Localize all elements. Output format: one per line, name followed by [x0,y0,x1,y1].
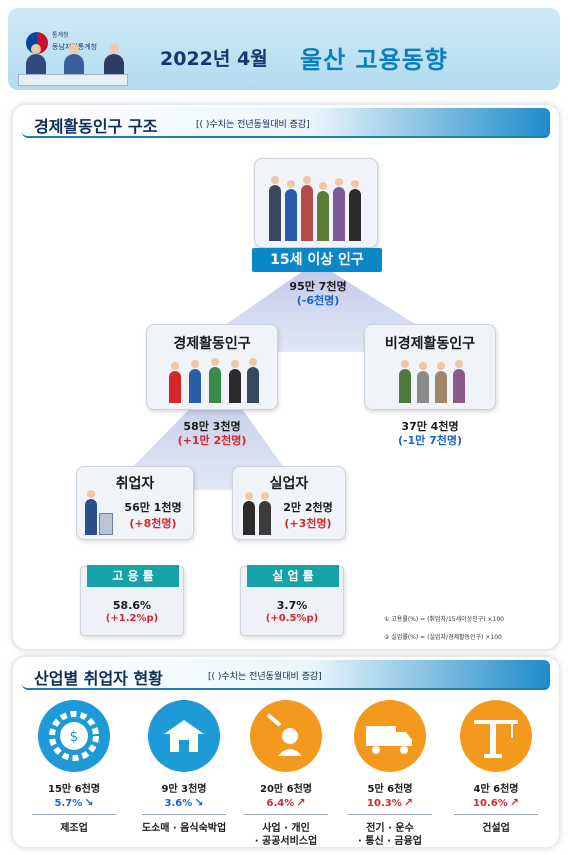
unemployment-rate-change: (+0.5%p) [265,613,319,624]
economically-inactive-value: 37만 4천명 [401,420,459,433]
person-icon [243,492,255,535]
unemployment-rate-box: 실 업 률 3.7% (+0.5%p) [240,565,344,636]
person-icon [301,176,313,241]
industry-value: 15만 6천명 [48,784,100,795]
title-period: 2022년 4월 [160,48,268,70]
industry-name: 건설업 [482,823,510,834]
economically-active-value: 58만 3천명 [183,420,241,433]
store-icon [148,700,220,772]
economically-active-box: 경제활동인구 [146,324,278,410]
person-icon [317,182,329,241]
industry-item-wholesale-retail: 9만 3천명 3.6%↘ 도소매 · 음식숙박업 [134,700,234,850]
desk-icon [18,74,128,86]
gear-money-icon: $ [38,700,110,772]
person-icon [417,362,429,403]
industry-name: 제조업 [60,823,88,834]
tools-person-icon [250,700,322,772]
section-title: 산업별 취업자 현황 [34,669,163,688]
economically-inactive-label: 비경제활동인구 [384,336,476,352]
employment-rate-value: 58.6% [112,599,152,612]
employed-label: 취업자 [115,476,155,492]
population-value: 95만 7천명 [289,280,347,293]
svg-text:$: $ [70,729,79,745]
section-title: 경제활동인구 구조 [34,117,158,136]
person-icon [247,358,259,403]
unemployed-change: (+3천명) [284,517,332,530]
employment-rate-label: 고 용 률 [87,565,179,587]
industry-item-services: 20만 6천명 6.4%↗ 사업 · 개인· 공공서비스업 [236,700,336,850]
industry-value: 5만 6천명 [367,784,413,795]
unemployed-box: 실업자 2만 2천명 (+3천명) [232,466,346,540]
unemployed-value: 2만 2천명 [283,501,333,514]
arrow-up-icon: ↗ [509,796,519,809]
logo-text-agency: 통계청 [52,32,69,39]
person-icon [435,362,447,403]
person-icon [349,180,361,241]
employed-value: 56만 1천명 [124,501,182,514]
employed-change: (+8천명) [129,517,177,530]
industry-value: 9만 3천명 [161,784,207,795]
industry-name: 도소매 · 음식숙박업 [141,823,227,834]
population-change: (-6천명) [296,294,340,307]
person-icon [333,178,345,241]
population-label: 15세 이상 인구 [252,248,382,272]
industry-change: 6.4%↗ [266,796,306,809]
industry-item-transport-finance: 5만 6천명 10.3%↗ 전기 · 운수· 통신 · 금융업 [340,700,440,850]
worker-icon [85,490,97,535]
person-icon [285,180,297,241]
unemployment-rate-formula: ② 실업률(%) = (실업자/경제활동인구) ×100 [384,634,502,641]
active-triangle [110,378,300,490]
industry-name: 전기 · 운수· 통신 · 금융업 [357,823,423,847]
industry-item-manufacturing: $ 15만 6천명 5.7%↘ 제조업 [24,700,124,850]
arrow-up-icon: ↗ [296,796,306,809]
truck-icon [354,700,426,772]
person-icon [169,362,181,403]
economically-inactive-box: 비경제활동인구 [364,324,496,410]
section-header-structure: 경제활동인구 구조 [( )수치는 전년동월대비 증감] [22,108,550,138]
unemployed-label: 실업자 [269,476,309,492]
person-icon [229,360,241,403]
employment-rate-box: 고 용 률 58.6% (+1.2%p) [80,565,184,636]
computer-icon [99,513,113,535]
section-note: [( )수치는 전년동월대비 증감] [196,120,310,130]
industry-value: 4만 6천명 [473,784,519,795]
section-note: [( )수치는 전년동월대비 증감] [208,672,322,682]
industry-change: 5.7%↘ [54,796,94,809]
person-icon [189,360,201,403]
section-header-industry: 산업별 취업자 현황 [( )수치는 전년동월대비 증감] [22,660,550,690]
crane-icon [460,700,532,772]
header-banner: 통계청 동남지방통계청 2022년 4월 울산 고용동향 [8,8,560,90]
economically-inactive-change: (-1만 7천명) [397,434,463,447]
industry-value: 20만 6천명 [260,784,312,795]
industry-name: 사업 · 개인· 공공서비스업 [254,823,318,847]
economically-active-change: (+1만 2천명) [177,434,247,447]
arrow-down-icon: ↘ [194,796,204,809]
arrow-up-icon: ↗ [403,796,413,809]
economically-active-label: 경제활동인구 [173,336,251,352]
employment-rate-change: (+1.2%p) [105,613,159,624]
industry-item-construction: 4만 6천명 10.6%↗ 건설업 [446,700,546,850]
employed-box: 취업자 56만 1천명 (+8천명) [76,466,194,540]
industry-change: 3.6%↘ [164,796,204,809]
page-title: 울산 고용동향 [300,46,448,74]
person-icon [259,492,271,535]
population-illustration-box [254,158,378,248]
industry-change: 10.6%↗ [473,796,519,809]
person-icon [453,360,465,403]
person-icon [269,176,281,241]
unemployment-rate-value: 3.7% [276,599,308,612]
person-icon [399,360,411,403]
unemployment-rate-label: 실 업 률 [247,565,339,587]
arrow-down-icon: ↘ [84,796,94,809]
industry-change: 10.3%↗ [367,796,413,809]
person-icon [209,358,221,403]
employment-rate-formula: ① 고용률(%) = (취업자/15세이상인구) ×100 [384,616,504,623]
